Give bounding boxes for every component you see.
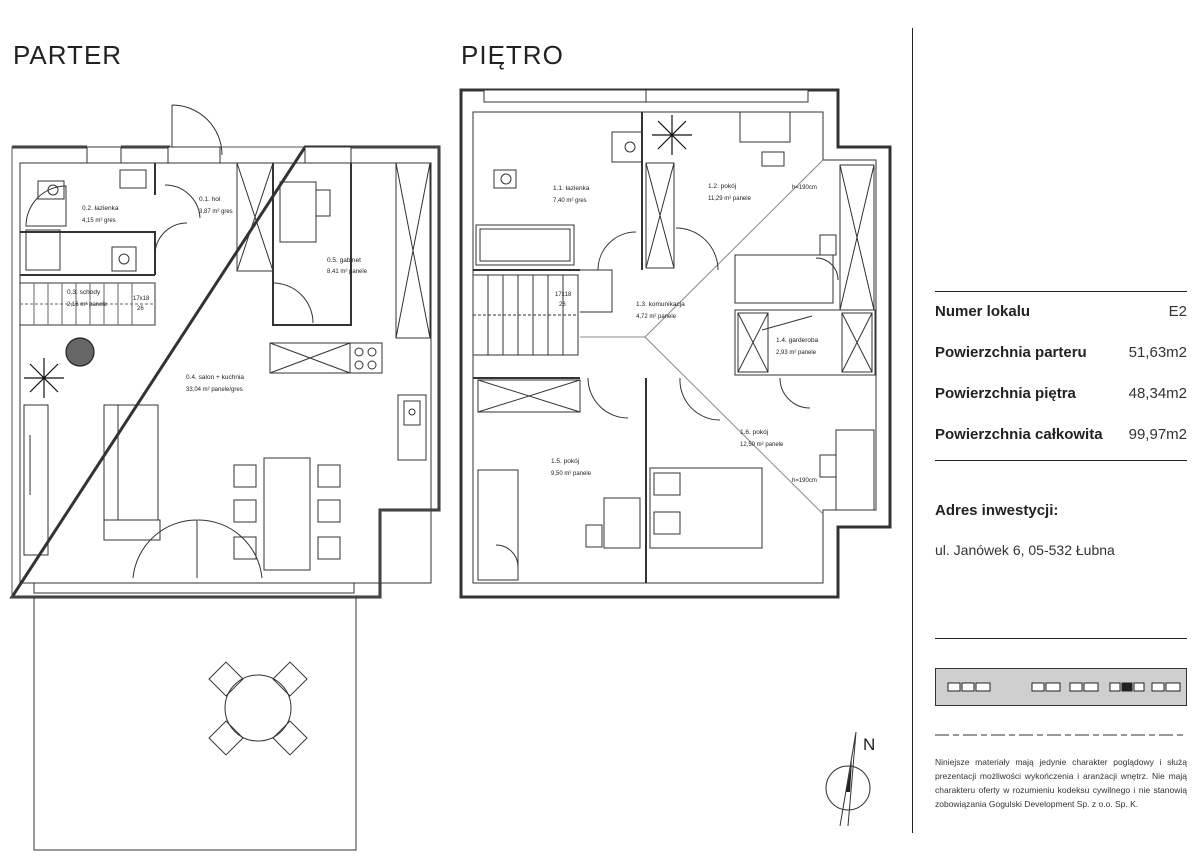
info-row-total: Powierzchnia całkowita 99,97m2	[935, 426, 1187, 450]
stairs-ratio: 17x18	[555, 292, 572, 298]
info-value: 51,63m2	[1128, 344, 1187, 361]
disclaimer: Niniejsze materiały mają jedynie charakt…	[935, 757, 1187, 809]
room-area: 2,93 m² panele	[776, 350, 817, 356]
address-heading: Adres inwestycji:	[935, 502, 1059, 519]
ground-floor-title: PARTER	[13, 40, 123, 70]
stairs-count: 26	[559, 302, 566, 308]
info-bottom-rule	[935, 638, 1187, 639]
info-value: 99,97m2	[1128, 426, 1187, 443]
height-mark: h=190cm	[792, 185, 817, 191]
room-label: 0.2. łazienka	[82, 205, 119, 212]
upper-floor-plan	[459, 88, 892, 599]
info-label: Powierzchnia całkowita	[935, 426, 1103, 443]
room-label: 0.3. schody	[67, 289, 101, 296]
room-area: 9,50 m² panele	[551, 471, 592, 477]
info-value: 48,34m2	[1128, 385, 1187, 402]
room-label: 1.3. komunikacja	[636, 301, 685, 308]
ground-room-labels: 0.1. hol 3,87 m² gres 0.2. łazienka 4,15…	[67, 196, 368, 393]
room-area: 4,72 m² panele	[636, 314, 677, 320]
building-key-plan	[935, 668, 1187, 706]
upper-room-labels: 1.1. łazienka 7,40 m² gres 1.2. pokój 11…	[551, 183, 819, 484]
room-area: 33,04 m² panele/gres	[186, 387, 243, 393]
floor-plans: 0.1. hol 3,87 m² gres 0.2. łazienka 4,15…	[9, 88, 892, 851]
room-label: 1.6. pokój	[740, 429, 768, 436]
room-area: 4,15 m² gres	[82, 218, 116, 224]
room-area: 12,50 m² panele	[740, 442, 784, 448]
info-top-rule	[935, 291, 1187, 292]
north-arrow-icon: N	[825, 731, 875, 827]
stairs-count: 26	[137, 306, 144, 312]
room-area: 11,29 m² panele	[708, 196, 752, 202]
building-outline-icon	[947, 682, 1181, 692]
room-area: 2,16 m² panele	[67, 302, 108, 308]
upper-floor-title: PIĘTRO	[461, 40, 564, 70]
info-mid-rule	[935, 460, 1187, 461]
dashed-rule	[935, 734, 1187, 736]
info-row-upper: Powierzchnia piętra 48,34m2	[935, 385, 1187, 409]
info-value: E2	[1168, 303, 1187, 320]
stairs-ratio: 17x18	[133, 296, 150, 302]
info-row-unit: Numer lokalu E2	[935, 303, 1187, 327]
info-label: Powierzchnia parteru	[935, 344, 1087, 361]
info-label: Powierzchnia piętra	[935, 385, 1076, 402]
room-label: 1.4. garderoba	[776, 337, 819, 344]
panel-divider	[912, 28, 913, 833]
room-label: 1.1. łazienka	[553, 185, 590, 192]
room-label: 0.5. gabinet	[327, 257, 361, 264]
height-mark: h=190cm	[792, 478, 817, 484]
room-area: 7,40 m² gres	[553, 198, 587, 204]
info-row-ground: Powierzchnia parteru 51,63m2	[935, 344, 1187, 368]
room-label: 0.4. salon + kuchnia	[186, 374, 244, 381]
room-label: 1.5. pokój	[551, 458, 579, 465]
info-label: Numer lokalu	[935, 303, 1031, 320]
room-area: 3,87 m² gres	[199, 209, 233, 215]
room-area: 8,41 m² panele	[327, 269, 368, 275]
room-label: 0.1. hol	[199, 196, 221, 203]
address: ul. Janówek 6, 05-532 Łubna	[935, 542, 1115, 558]
north-label: N	[863, 735, 875, 754]
ground-floor-plan	[9, 104, 441, 851]
room-label: 1.2. pokój	[708, 183, 736, 190]
